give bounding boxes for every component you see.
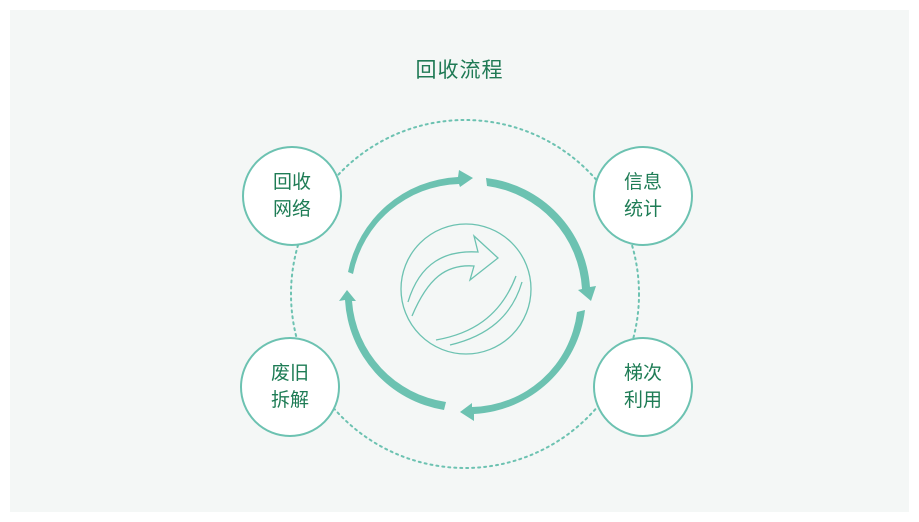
node-label-info-statistics: 信息统计 xyxy=(623,171,662,220)
node-label-recycle-network: 回收网络 xyxy=(272,171,311,220)
node-label-disassembly: 废旧拆解 xyxy=(270,362,309,411)
arrow-bottom xyxy=(460,310,585,421)
node-disassembly: 废旧拆解 xyxy=(240,337,340,437)
diagram-title: 回收流程 xyxy=(415,58,504,82)
node-recycle-network: 回收网络 xyxy=(242,146,342,246)
arrow-left xyxy=(339,290,446,410)
diagram-panel xyxy=(10,10,909,512)
recycle-arrow-icon xyxy=(400,223,532,355)
arrow-top xyxy=(348,170,473,274)
node-cascade-utilization: 梯次利用 xyxy=(593,337,693,437)
node-info-statistics: 信息统计 xyxy=(593,146,693,246)
outer-dotted-ring xyxy=(290,119,640,469)
cycle-arrows xyxy=(339,170,596,421)
node-label-cascade-utilization: 梯次利用 xyxy=(623,362,662,411)
arrow-right xyxy=(486,178,596,301)
